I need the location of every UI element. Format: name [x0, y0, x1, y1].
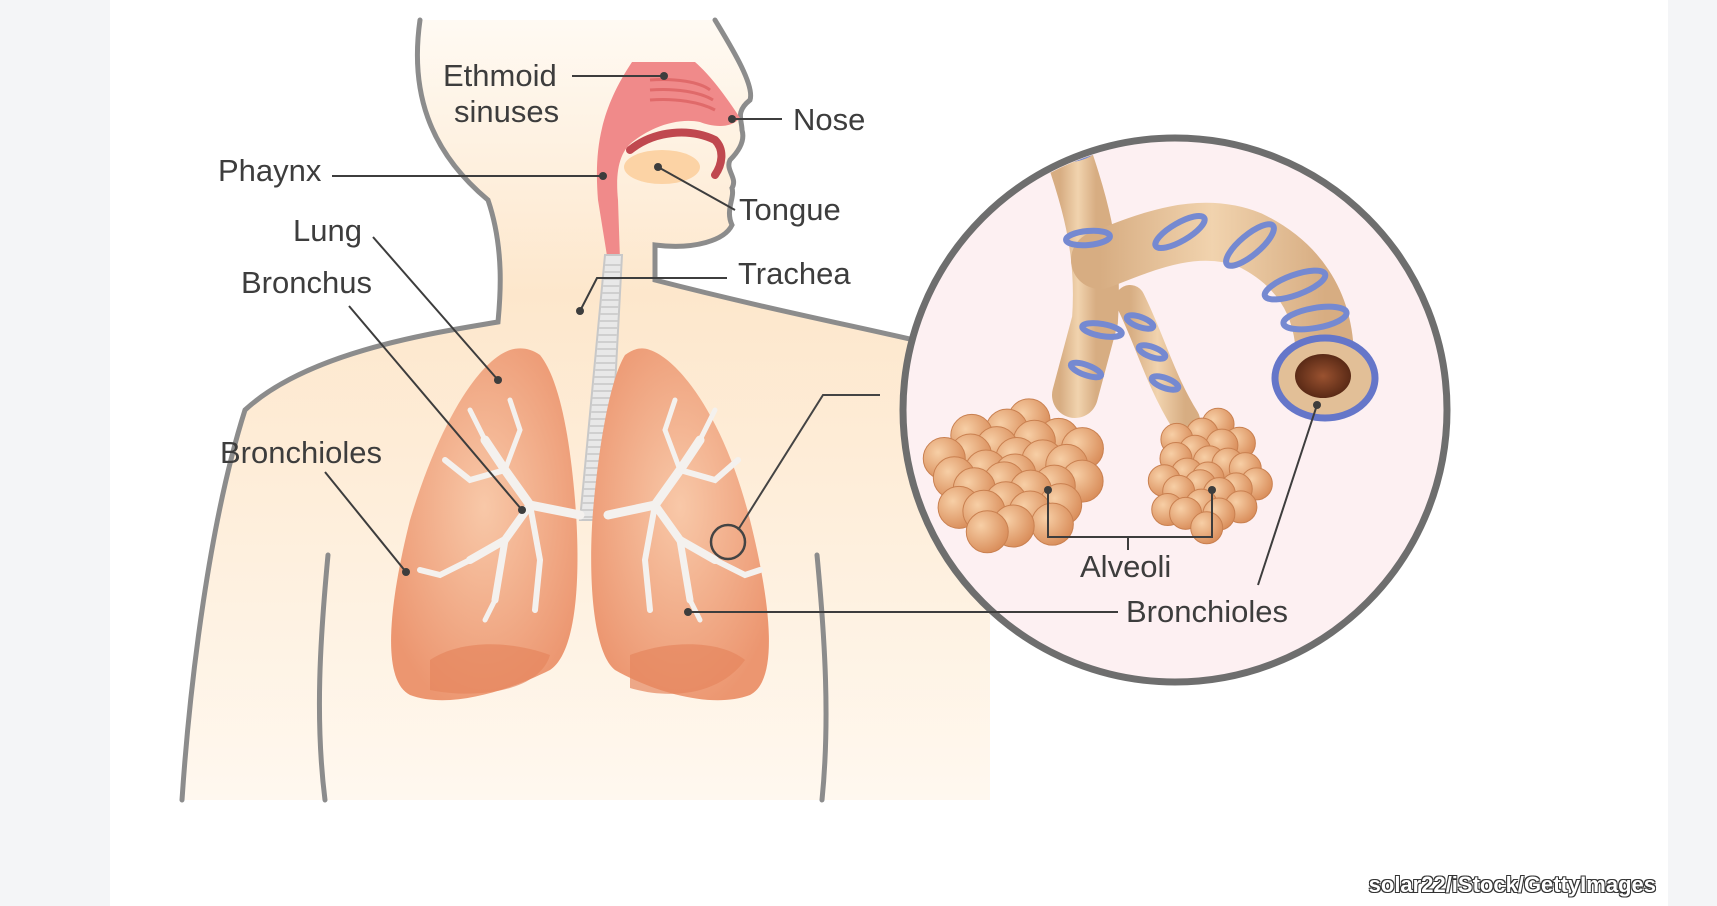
label-alveoli: Alveoli	[1080, 549, 1171, 584]
label-bronchioles-right: Bronchioles	[1126, 594, 1288, 629]
respiratory-system-diagram: Ethmoid sinuses Nose Phaynx Tongue Lung …	[179, 17, 1451, 803]
diagram-canvas: Ethmoid sinuses Nose Phaynx Tongue Lung …	[110, 0, 1668, 906]
bronchial-tree	[417, 397, 763, 623]
leader-dots	[402, 72, 1321, 616]
label-pharynx: Phaynx	[218, 153, 322, 188]
label-tongue: Tongue	[739, 192, 841, 227]
label-ethmoid-line2: sinuses	[454, 94, 559, 129]
alveoli-cluster-large	[922, 398, 1104, 554]
label-ethmoid-line1: Ethmoid	[443, 58, 557, 93]
alveoli-cluster-small	[1147, 407, 1273, 545]
label-bronchioles-left: Bronchioles	[220, 435, 382, 470]
label-nose: Nose	[793, 102, 865, 137]
magnified-inset	[899, 134, 1451, 686]
label-bronchus: Bronchus	[241, 265, 372, 300]
zoom-marker	[709, 523, 747, 561]
nasal-cavity	[596, 62, 740, 262]
image-credit: solar22/iStock/GettyImages	[1368, 872, 1656, 897]
zoom-connector	[737, 394, 880, 531]
left-lung	[391, 348, 578, 701]
label-lung: Lung	[293, 213, 362, 248]
leader-lines	[324, 75, 1318, 613]
body-silhouette	[179, 17, 993, 803]
label-trachea: Trachea	[738, 256, 851, 291]
